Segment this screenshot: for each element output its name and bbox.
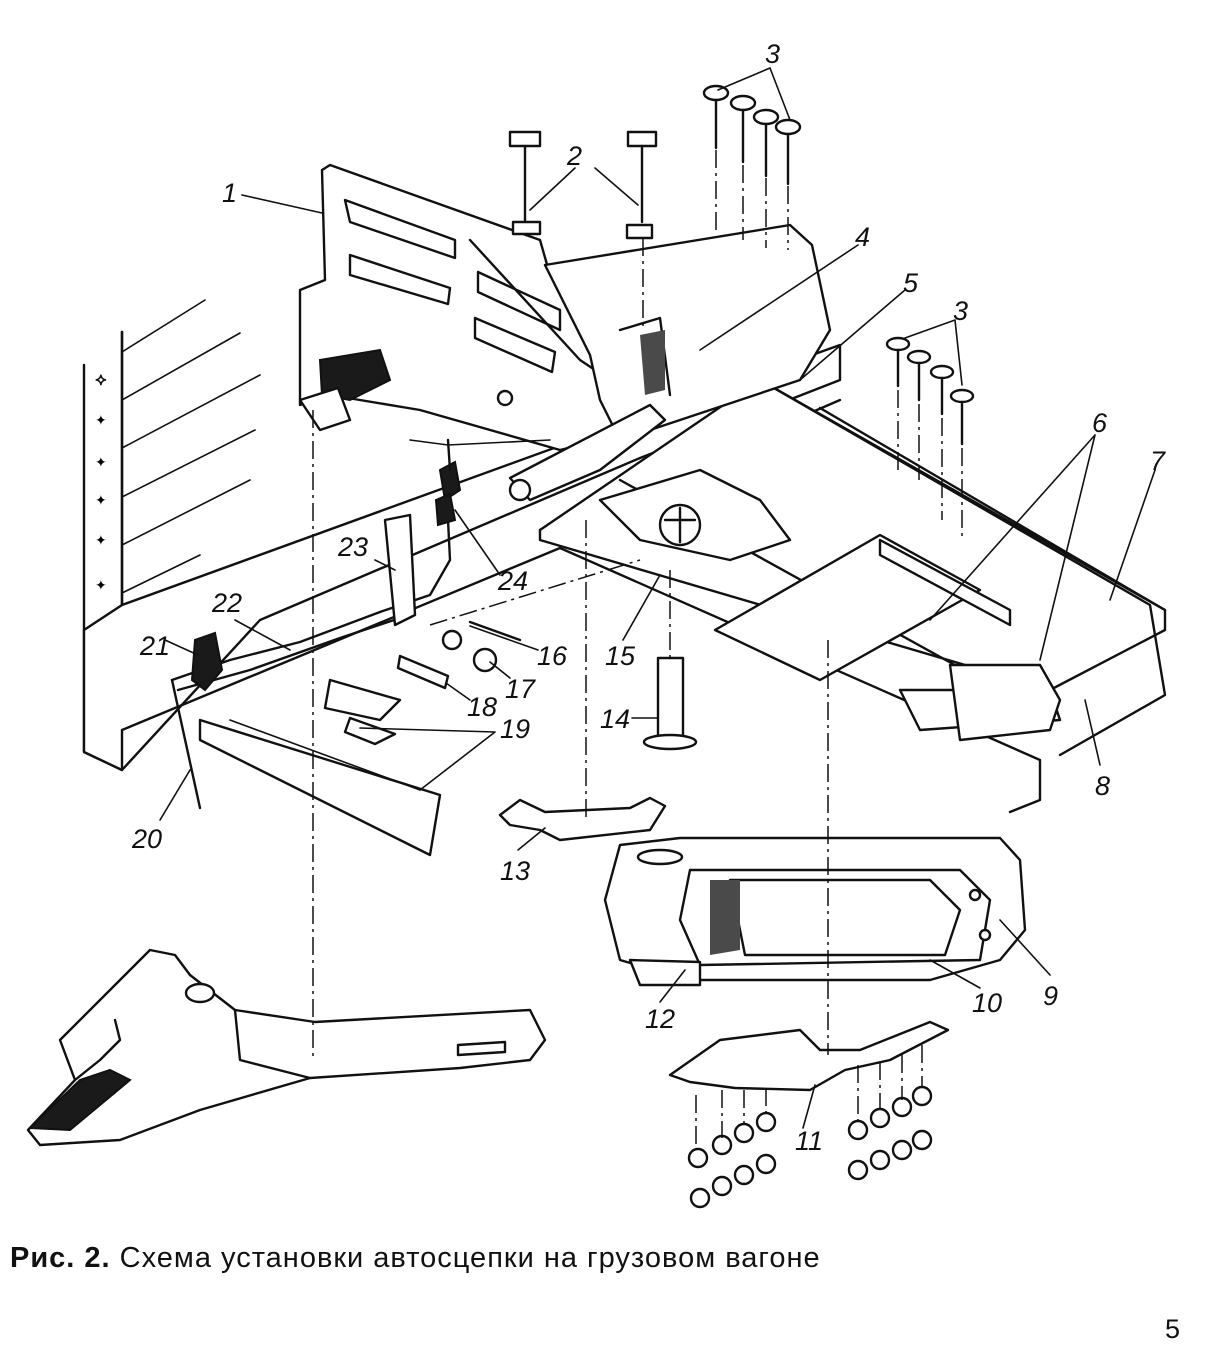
label-21: 21 <box>139 631 170 661</box>
label-16: 16 <box>537 641 568 671</box>
svg-text:✦: ✦ <box>95 532 107 548</box>
label-3-top: 3 <box>765 39 780 69</box>
figure-caption-text: Схема установки автосцепки на грузовом в… <box>119 1242 821 1274</box>
label-14: 14 <box>600 704 630 734</box>
svg-text:✦: ✦ <box>95 454 107 470</box>
label-11: 11 <box>795 1126 823 1156</box>
label-8: 8 <box>1095 771 1110 801</box>
rivet-bolts-right <box>885 336 975 540</box>
rivet-bolts-upper <box>702 84 802 186</box>
svg-text:✦: ✦ <box>95 577 107 593</box>
svg-text:✦: ✦ <box>95 492 107 508</box>
figure-caption: Рис. 2. Схема установки автосцепки на гр… <box>10 1242 821 1275</box>
label-6: 6 <box>1092 408 1108 438</box>
bottom-sill <box>198 718 442 857</box>
label-9: 9 <box>1043 981 1058 1011</box>
yoke <box>603 836 1027 987</box>
label-22: 22 <box>211 588 242 618</box>
part-number-labels: 1 2 3 4 5 3 6 7 8 9 10 11 12 13 14 15 16… <box>131 39 1166 1156</box>
label-13: 13 <box>500 856 530 886</box>
car-end-wall: ✦ ✦ ✦ ✦ ✦ ✦ <box>82 299 261 772</box>
support-plate <box>668 1020 950 1092</box>
nuts <box>687 1085 933 1209</box>
label-20: 20 <box>131 824 162 854</box>
label-5: 5 <box>903 268 919 298</box>
autocoupler-body <box>26 948 547 1147</box>
pendulum-hanger <box>498 796 667 842</box>
page-number: 5 <box>1164 1314 1180 1344</box>
centering-beam <box>508 403 792 562</box>
draft-gear-pocket <box>948 663 1062 742</box>
small-parts <box>323 620 522 746</box>
label-23: 23 <box>337 532 368 562</box>
label-1: 1 <box>222 178 237 208</box>
svg-text:✦: ✦ <box>95 372 107 388</box>
label-4: 4 <box>855 222 870 252</box>
label-24: 24 <box>497 566 528 596</box>
label-7: 7 <box>1150 446 1166 476</box>
label-12: 12 <box>645 1004 675 1034</box>
label-18: 18 <box>467 692 497 722</box>
figure-caption-prefix: Рис. 2. <box>10 1242 111 1274</box>
assembly-axes <box>312 150 923 1150</box>
label-19: 19 <box>500 714 530 744</box>
t-bolts <box>508 130 658 240</box>
label-10: 10 <box>972 988 1002 1018</box>
label-17: 17 <box>505 674 536 704</box>
pin <box>642 656 698 751</box>
label-15: 15 <box>605 641 636 671</box>
label-3-right: 3 <box>953 296 968 326</box>
uncoupling-mechanism <box>170 438 551 810</box>
svg-text:✦: ✦ <box>95 412 107 428</box>
label-2: 2 <box>566 141 582 171</box>
leader-lines <box>159 67 1156 1129</box>
